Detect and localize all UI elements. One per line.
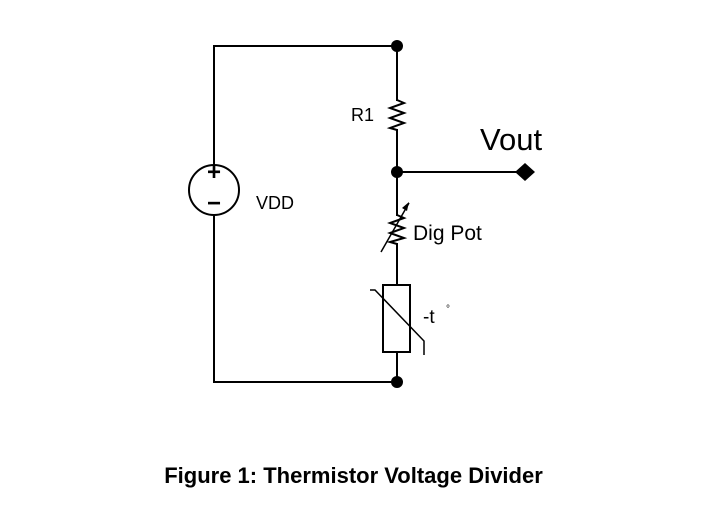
node-middle bbox=[391, 166, 403, 178]
digital-pot-label: Dig Pot bbox=[413, 222, 482, 245]
thermistor-icon bbox=[370, 284, 425, 355]
vdd-label: VDD bbox=[256, 193, 294, 213]
node-top bbox=[391, 40, 403, 52]
pot-arrow-shaft bbox=[380, 202, 410, 253]
figure-caption: Figure 1: Thermistor Voltage Divider bbox=[164, 463, 543, 488]
vout-label: Vout bbox=[480, 122, 542, 157]
junction-nodes bbox=[391, 40, 403, 388]
resistor-r1-label: R1 bbox=[351, 105, 374, 125]
resistor-r1-icon bbox=[386, 99, 407, 131]
thermistor-body bbox=[382, 284, 411, 353]
vout-terminal-icon bbox=[515, 163, 535, 181]
circuit-wires bbox=[213, 45, 524, 383]
digital-pot-icon bbox=[380, 202, 410, 253]
voltage-source-icon: + − bbox=[188, 159, 240, 217]
thermistor-label: -t bbox=[423, 307, 435, 328]
source-circle bbox=[188, 164, 240, 216]
circuit-schematic: + − R1 VDD Dig Pot Vout -t ° bbox=[188, 40, 542, 388]
node-bottom bbox=[391, 376, 403, 388]
thermistor-slash bbox=[370, 289, 425, 355]
pot-arrow-head-icon bbox=[402, 202, 409, 211]
thermistor-degree-symbol: ° bbox=[446, 304, 450, 315]
pot-zigzag bbox=[386, 214, 408, 245]
source-plus-symbol: + bbox=[207, 159, 221, 186]
source-minus-symbol: − bbox=[207, 190, 221, 217]
